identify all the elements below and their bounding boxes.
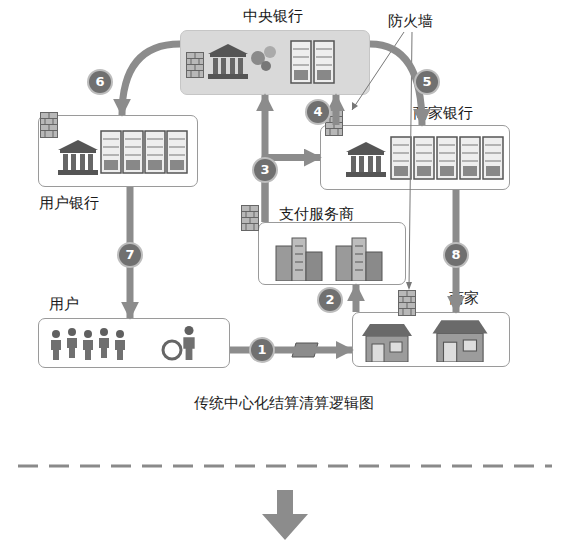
callout-number: 4 (307, 101, 329, 123)
flow-arrow (262, 95, 269, 222)
flow-arrow (353, 285, 360, 312)
flow-arrow (122, 44, 180, 115)
leader-arrow (406, 282, 412, 290)
server-icon (483, 137, 503, 179)
network-node (264, 46, 276, 58)
merchant-bank-icons (325, 110, 503, 179)
document-icon (292, 343, 318, 357)
server-icon (167, 131, 187, 173)
node-label: 商家银行 (413, 104, 473, 122)
node-label: 用户银行 (39, 194, 99, 212)
server-icon (460, 137, 480, 179)
flow-arrow (230, 347, 352, 354)
central-bank-icons (186, 41, 334, 83)
bank-icon (58, 140, 98, 175)
firewall-leaders (352, 32, 412, 290)
dashed-divider (18, 465, 552, 468)
callout-number: 6 (89, 71, 111, 93)
leader-line (409, 32, 412, 288)
person-icon (51, 330, 61, 360)
merchant-bank-box: 商家银行 (320, 125, 510, 190)
flow-arrow (127, 187, 134, 318)
server-icon (145, 131, 165, 173)
server-icon (391, 137, 411, 179)
merchant-box: 商家 (352, 312, 510, 367)
network-node (261, 61, 271, 71)
node-label: 商家 (449, 289, 479, 307)
building-icon (336, 238, 382, 281)
central-bank-box: 中央银行 (180, 30, 370, 95)
callout-number: 8 (445, 244, 467, 266)
flow-arrow (453, 190, 460, 312)
flow-arrow (333, 95, 340, 125)
callout-number: 7 (119, 244, 141, 266)
flow-arrow (265, 158, 320, 223)
warehouse-icon (433, 320, 488, 362)
callout-number: 3 (254, 159, 276, 181)
person-icon (99, 328, 109, 358)
leader-line (352, 32, 404, 110)
payment-provider-icons (241, 205, 382, 281)
node-label: 中央银行 (243, 7, 303, 25)
person-icon (83, 330, 93, 360)
server-icon (437, 137, 457, 179)
bank-icon (208, 44, 248, 79)
bank-icon (346, 142, 386, 177)
node-label: 支付服务商 (279, 205, 354, 223)
user-box: 用户 (38, 318, 230, 368)
firewall-icon (40, 112, 58, 138)
flow-arrow (370, 44, 422, 125)
network-node (251, 51, 265, 65)
user-bank-icons (40, 112, 187, 175)
person-icon (115, 330, 125, 360)
person-icon (183, 326, 194, 360)
leader-arrow (352, 102, 358, 110)
firewall-icon (241, 205, 259, 231)
cart-wheel (163, 341, 181, 359)
annotation-label: 防火墙 (388, 12, 433, 30)
user-bank-box: 用户银行 (38, 115, 198, 187)
callout-number: 2 (319, 289, 341, 311)
server-icon (101, 131, 121, 173)
server-icon (123, 131, 143, 173)
shop-icon (362, 324, 412, 362)
callout-number: 1 (251, 339, 273, 361)
firewall-icon (186, 52, 204, 78)
server-icon (414, 137, 434, 179)
down-arrow (262, 490, 308, 540)
server-icon (291, 41, 311, 83)
building-icon (276, 238, 322, 281)
merchant-icons (362, 290, 488, 362)
diagram-caption: 传统中心化结算清算逻辑图 (0, 394, 567, 412)
node-label: 用户 (49, 295, 79, 313)
callout-number: 5 (416, 71, 438, 93)
user-icons (51, 326, 195, 360)
firewall-icon (398, 290, 416, 316)
payment-provider-box: 支付服务商 (258, 222, 406, 285)
server-icon (314, 41, 334, 83)
firewall-icon (325, 110, 343, 136)
person-icon (67, 328, 77, 358)
